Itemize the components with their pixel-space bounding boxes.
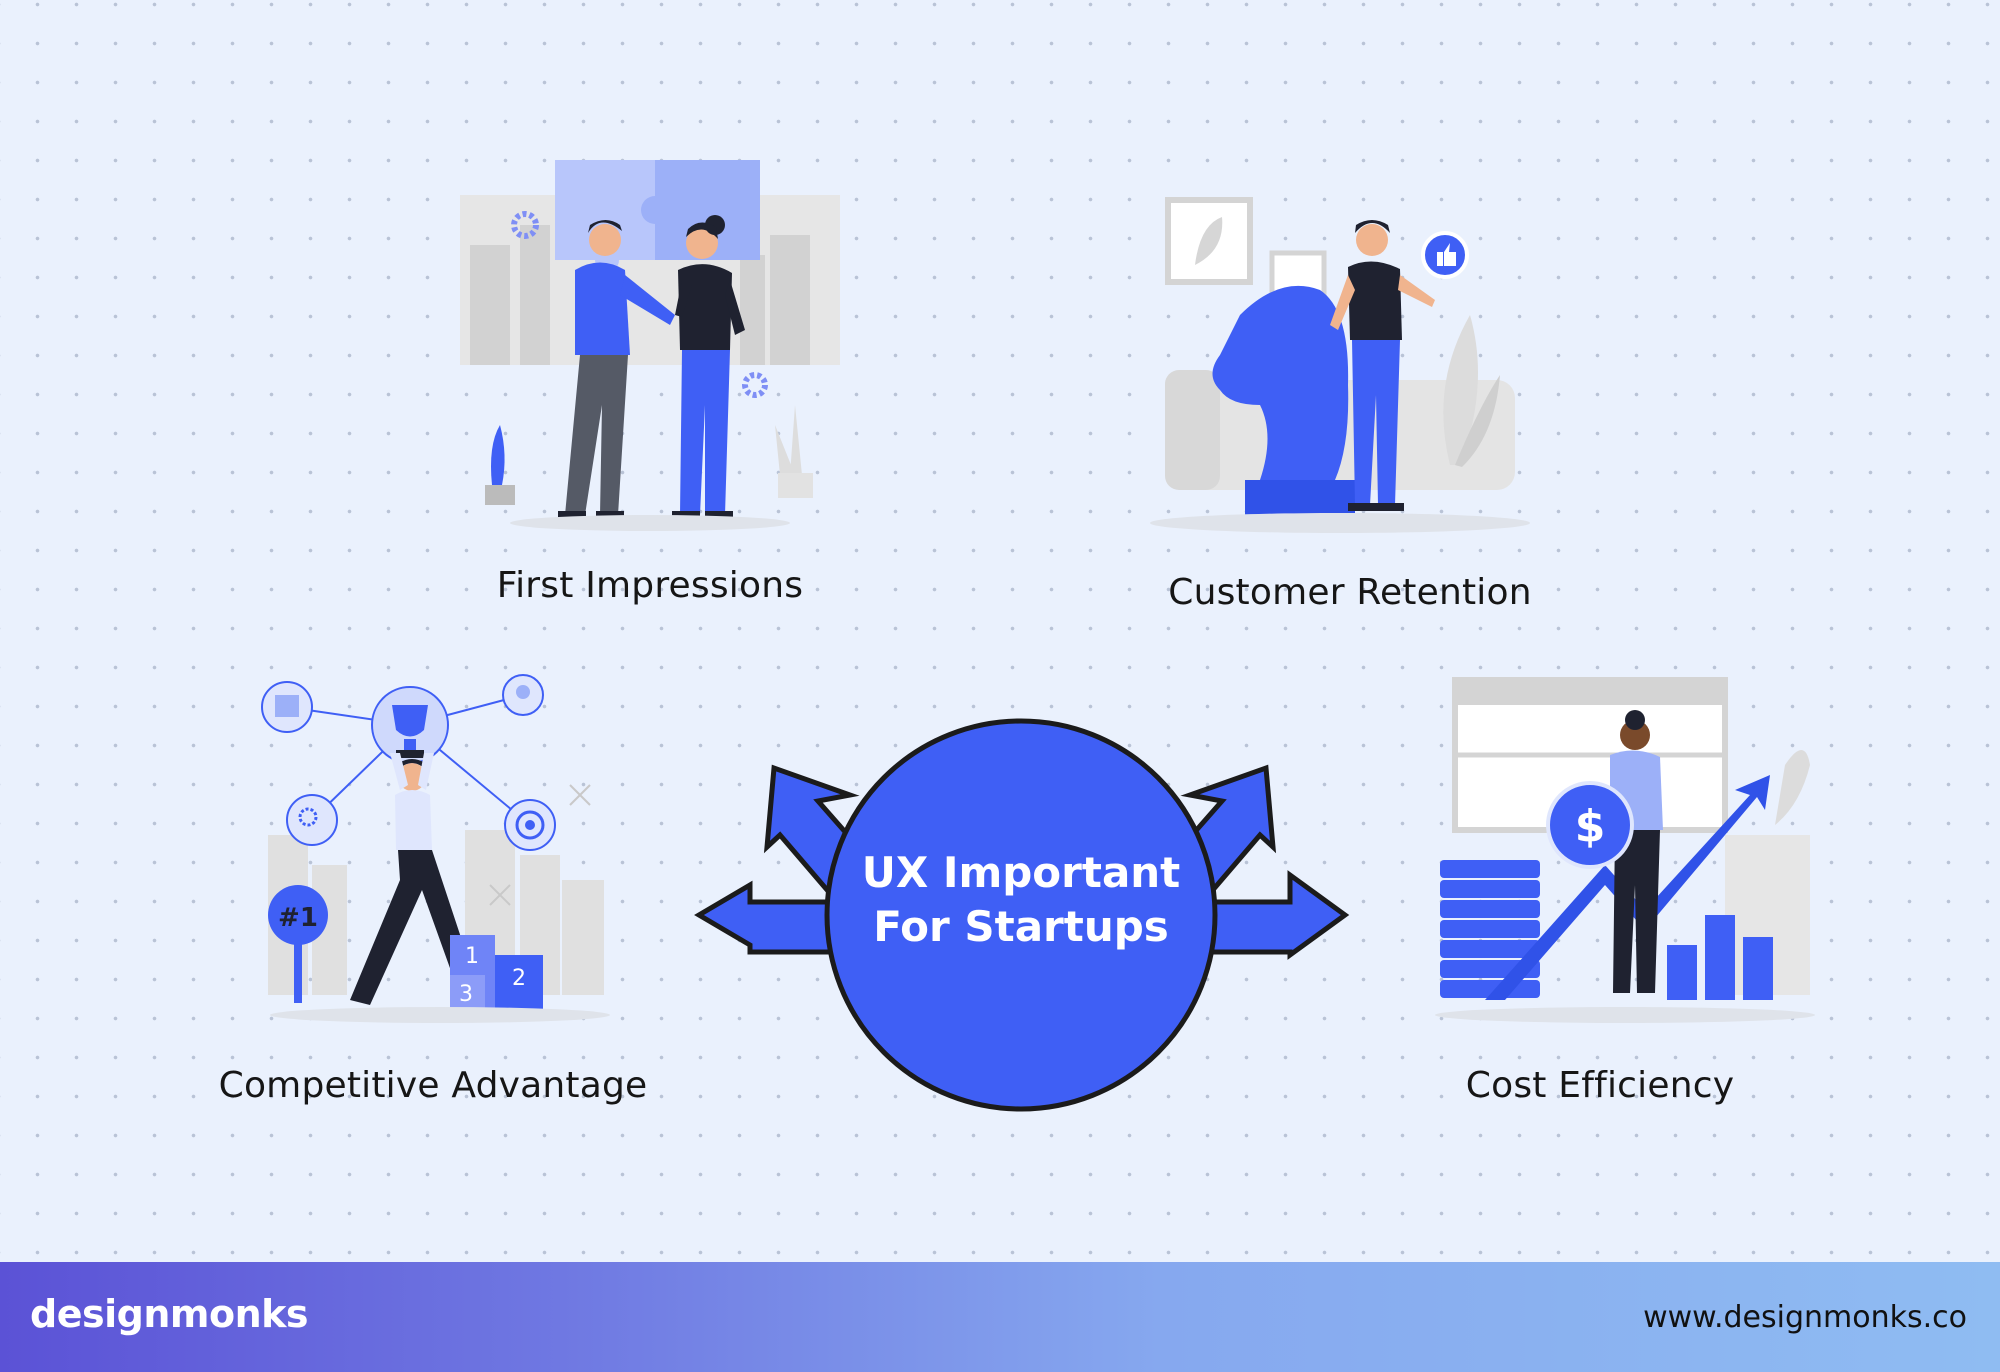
podium-first: 1	[465, 944, 479, 969]
central-hub-diagram	[694, 718, 1350, 1112]
hub-title: UX Important For Startups	[862, 846, 1181, 954]
podium-second: 2	[512, 966, 526, 991]
footer-bar: designmonks www.designmonks.co	[0, 1262, 2000, 1372]
item-label-first-impressions: First Impressions	[496, 565, 804, 606]
hub-circle	[824, 718, 1218, 1112]
dollar-icon: $	[1575, 801, 1606, 852]
coins-growth-illustration-icon: $	[1435, 677, 1815, 1023]
website-url: www.designmonks.co	[1643, 1300, 1967, 1335]
chess-knight-illustration-icon	[1150, 197, 1530, 533]
podium-third: 3	[459, 982, 473, 1007]
item-label-competitive-advantage: Competitive Advantage	[218, 1065, 648, 1106]
item-label-cost-efficiency: Cost Efficiency	[1465, 1065, 1735, 1106]
hub-title-line-1: UX Important	[861, 848, 1181, 897]
handshake-illustration-icon	[460, 160, 840, 531]
hub-title-line-2: For Startups	[873, 902, 1169, 951]
badge-number-one: #1	[278, 903, 318, 933]
trophy-podium-illustration-icon: #1 1 2 3	[261, 674, 610, 1023]
item-label-customer-retention: Customer Retention	[1168, 572, 1532, 613]
arrow-left	[694, 880, 843, 955]
arrow-right	[1197, 870, 1350, 960]
brand-logo: designmonks	[30, 1292, 309, 1336]
